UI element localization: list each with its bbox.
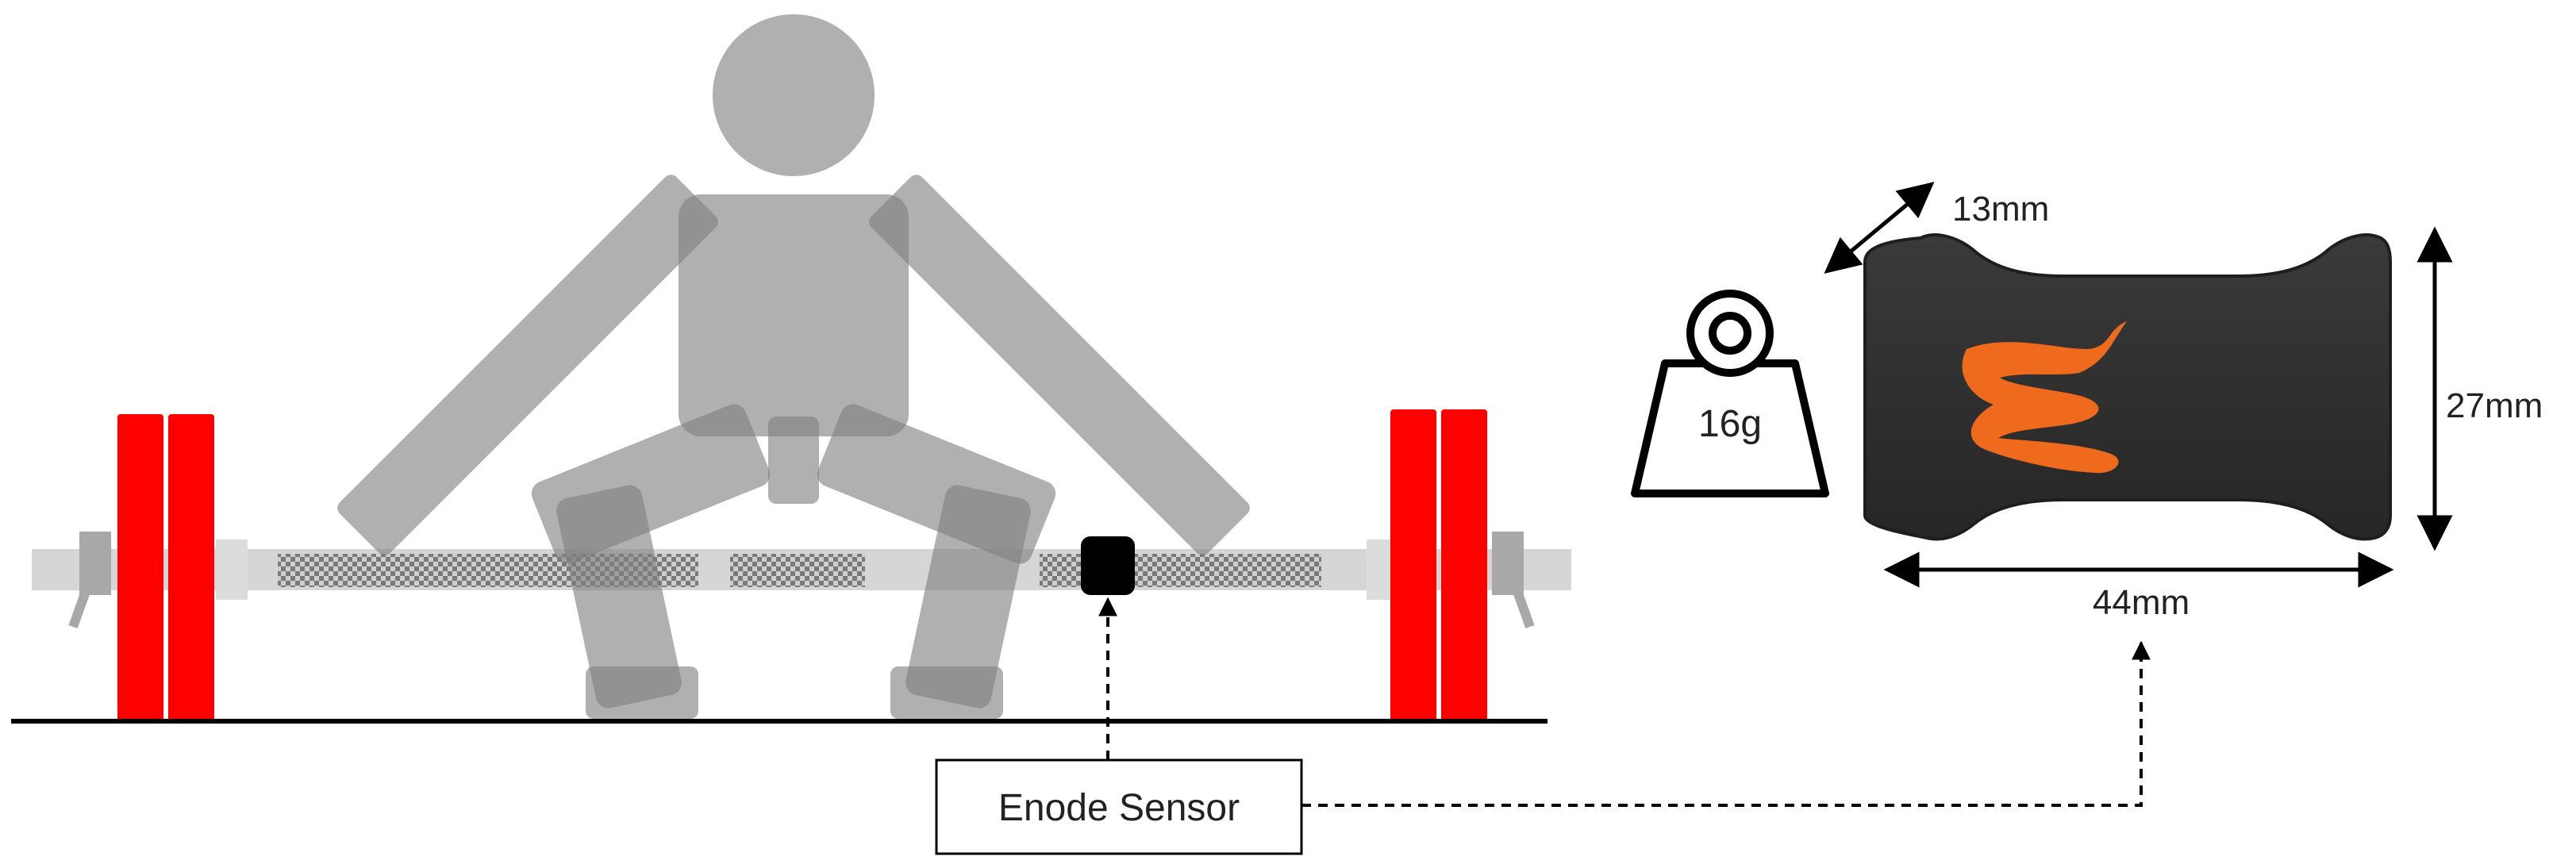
bar-collar-left [216,540,248,600]
sensor-device [1863,233,2392,541]
depth-label: 13mm [1952,190,2049,228]
plate-right-inner [1390,409,1436,722]
lifter-shin-right [905,485,1031,708]
lifter-hip [768,417,819,504]
depth-dimension-arrow [1824,182,1935,274]
device-connector-arrow [1301,640,2151,807]
sensor-logo [1962,321,2127,474]
weight-handle-hole [1709,312,1751,355]
plate-right-outer [1441,409,1487,722]
clip-left [79,532,111,595]
lifter-shin-left [556,485,682,708]
lifter-figure [337,14,1250,719]
lifter-arm-left [337,175,718,555]
plate-left-inner [168,414,214,722]
sensor-label: Enode Sensor [998,787,1240,829]
sensor-body [1863,233,2392,541]
lifter-arm-right [869,175,1250,555]
weight-icon [1631,290,1829,497]
lifter-head [713,14,875,176]
clip-right [1492,532,1524,595]
bar-sensor-marker [1081,536,1135,595]
knurling-center [730,554,865,587]
sensor-label-box [935,758,1303,855]
ground-line [11,719,1548,724]
lifter-foot-right [890,666,1003,719]
width-label: 44mm [2093,583,2190,622]
weight-label: 16g [1698,403,1762,445]
lifter-torso [679,194,909,436]
height-label: 27mm [2446,386,2543,425]
clip-right-lever [1511,585,1535,629]
clip-left-lever [68,585,92,629]
plate-left-outer [117,414,163,722]
lifter-foot-left [586,666,698,719]
